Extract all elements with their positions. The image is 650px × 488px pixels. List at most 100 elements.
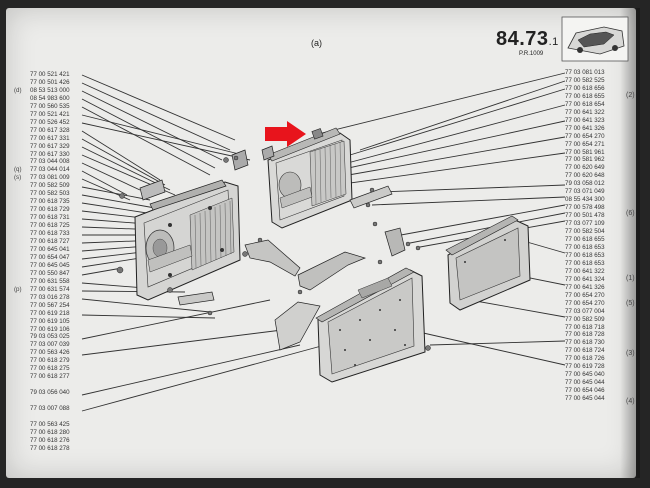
left-part-number: 79 03 053 025 bbox=[14, 333, 84, 341]
right-part-number: 77 00 641 322 bbox=[565, 108, 605, 116]
right-part-number: 77 00 618 655 bbox=[565, 92, 605, 100]
part-number: 77 00 618 280 bbox=[30, 428, 70, 436]
part-number: 77 00 618 276 bbox=[30, 436, 70, 444]
right-part-number: 77 03 077 004 bbox=[565, 307, 605, 315]
left-part-number: (p)77 00 631 574 bbox=[14, 286, 84, 294]
part-number: 77 00 618 278 bbox=[30, 444, 70, 452]
part-number: 08 54 983 600 bbox=[30, 94, 70, 102]
left-part-number: 77 00 654 047 bbox=[14, 254, 84, 262]
left-part-number: 77 00 619 218 bbox=[14, 310, 84, 318]
revision-code: P.R.1009 bbox=[519, 51, 544, 57]
part-number: 77 00 567 254 bbox=[30, 301, 70, 309]
part-ref-code: (p) bbox=[14, 285, 22, 293]
right-part-number: 77 00 501 478 bbox=[565, 212, 605, 220]
left-part-number: 77 00 618 280 bbox=[14, 429, 84, 437]
right-part-number: 77 00 581 962 bbox=[565, 156, 605, 164]
left-part-number bbox=[14, 413, 84, 421]
fasteners bbox=[116, 155, 431, 351]
part-number: 77 00 563 426 bbox=[30, 349, 70, 357]
part-number: 79 03 053 025 bbox=[30, 333, 70, 341]
left-part-number: 77 00 619 105 bbox=[14, 318, 84, 326]
left-part-number: 77 00 645 045 bbox=[14, 262, 84, 270]
part-number: 77 00 560 535 bbox=[30, 102, 70, 110]
right-part-number: 79 03 058 012 bbox=[565, 180, 605, 188]
part-number: 77 03 044 008 bbox=[30, 158, 70, 166]
rear-upper-door-panel bbox=[267, 127, 353, 229]
left-part-number: 77 00 618 733 bbox=[14, 230, 84, 238]
left-part-number: 77 03 044 008 bbox=[14, 158, 84, 166]
right-part-number: 77 00 582 525 bbox=[565, 76, 605, 84]
part-number: 77 00 550 847 bbox=[30, 269, 70, 277]
left-part-number: 77 00 619 106 bbox=[14, 326, 84, 334]
left-part-number: (q)77 03 044 014 bbox=[14, 166, 84, 174]
right-part-number: 77 00 581 961 bbox=[565, 148, 605, 156]
part-number: 08 53 513 000 bbox=[30, 86, 70, 94]
right-part-number: 77 00 645 044 bbox=[565, 379, 605, 387]
part-number: 77 00 618 731 bbox=[30, 214, 70, 222]
left-part-number bbox=[14, 381, 84, 389]
right-part-number: 77 00 654 270 bbox=[565, 132, 605, 140]
right-part-number: 77 00 618 718 bbox=[565, 323, 605, 331]
right-part-number: 77 00 645 044 bbox=[565, 395, 605, 403]
right-part-number: 77 00 618 653 bbox=[565, 259, 605, 267]
car-thumbnail bbox=[561, 16, 629, 62]
right-part-number: 77 00 618 653 bbox=[565, 251, 605, 259]
right-part-number: 77 00 618 726 bbox=[565, 355, 605, 363]
part-number: 77 00 619 106 bbox=[30, 325, 70, 333]
part-number: 77 00 645 041 bbox=[30, 245, 70, 253]
part-number: 77 00 618 729 bbox=[30, 206, 70, 214]
right-part-number: 77 00 654 046 bbox=[565, 387, 605, 395]
left-part-number: 79 03 056 040 bbox=[14, 389, 84, 397]
part-number: 77 00 563 425 bbox=[30, 420, 70, 428]
left-part-number: 77 00 618 731 bbox=[14, 214, 84, 222]
leader-lines-left bbox=[81, 74, 326, 412]
part-number: 77 03 044 014 bbox=[30, 166, 70, 174]
left-door-panel bbox=[134, 181, 241, 301]
part-number: 77 00 617 329 bbox=[30, 142, 70, 150]
left-part-number: 77 03 016 278 bbox=[14, 294, 84, 302]
right-part-number: 77 00 618 724 bbox=[565, 347, 605, 355]
left-part-number: 77 00 618 727 bbox=[14, 238, 84, 246]
part-number: 77 00 654 047 bbox=[30, 253, 70, 261]
part-number: 77 00 618 275 bbox=[30, 365, 70, 373]
right-part-number: 77 03 071 049 bbox=[565, 188, 605, 196]
left-part-number: 77 00 618 729 bbox=[14, 206, 84, 214]
left-part-number: 77 00 617 328 bbox=[14, 127, 84, 135]
left-part-number: 77 00 582 509 bbox=[14, 182, 84, 190]
left-part-number: 77 00 560 535 bbox=[14, 103, 84, 111]
left-part-number bbox=[14, 397, 84, 405]
page-number: 84.73.1 bbox=[496, 28, 559, 50]
right-part-number: 77 00 618 654 bbox=[565, 100, 605, 108]
leader-lines-right bbox=[299, 72, 566, 366]
part-number: 77 00 631 558 bbox=[30, 277, 70, 285]
part-number: 77 03 016 278 bbox=[30, 293, 70, 301]
armrest-pieces bbox=[139, 145, 406, 351]
left-part-number: 77 00 563 425 bbox=[14, 421, 84, 429]
left-part-number: 77 03 007 039 bbox=[14, 341, 84, 349]
right-part-number: 77 00 641 324 bbox=[565, 275, 605, 283]
part-number: 77 00 501 426 bbox=[30, 78, 70, 86]
left-part-number: (d)08 53 513 000 bbox=[14, 87, 84, 95]
part-number: 77 00 617 331 bbox=[30, 134, 70, 142]
right-part-number: 77 00 582 504 bbox=[565, 228, 605, 236]
right-part-number: 77 00 618 655 bbox=[565, 236, 605, 244]
right-code: (4) bbox=[626, 398, 635, 405]
part-number: 77 03 081 009 bbox=[30, 174, 70, 182]
left-part-number: 77 00 617 330 bbox=[14, 151, 84, 159]
part-number: 77 03 007 039 bbox=[30, 341, 70, 349]
rear-right-door-panel bbox=[445, 215, 531, 311]
right-part-number: 77 03 077 109 bbox=[565, 220, 605, 228]
left-part-number: 77 00 617 329 bbox=[14, 143, 84, 151]
right-code: (6) bbox=[626, 210, 635, 217]
left-part-number: 77 00 618 275 bbox=[14, 365, 84, 373]
right-part-number: 77 00 578 498 bbox=[565, 204, 605, 212]
left-part-number: 77 00 521 421 bbox=[14, 111, 84, 119]
part-number: 77 00 521 421 bbox=[30, 71, 70, 78]
part-number: 77 00 526 452 bbox=[30, 118, 70, 126]
left-part-number: 77 00 563 426 bbox=[14, 349, 84, 357]
left-part-number: (s)77 03 081 009 bbox=[14, 174, 84, 182]
left-part-number: 77 00 526 452 bbox=[14, 119, 84, 127]
left-part-number: 77 00 618 278 bbox=[14, 445, 84, 453]
